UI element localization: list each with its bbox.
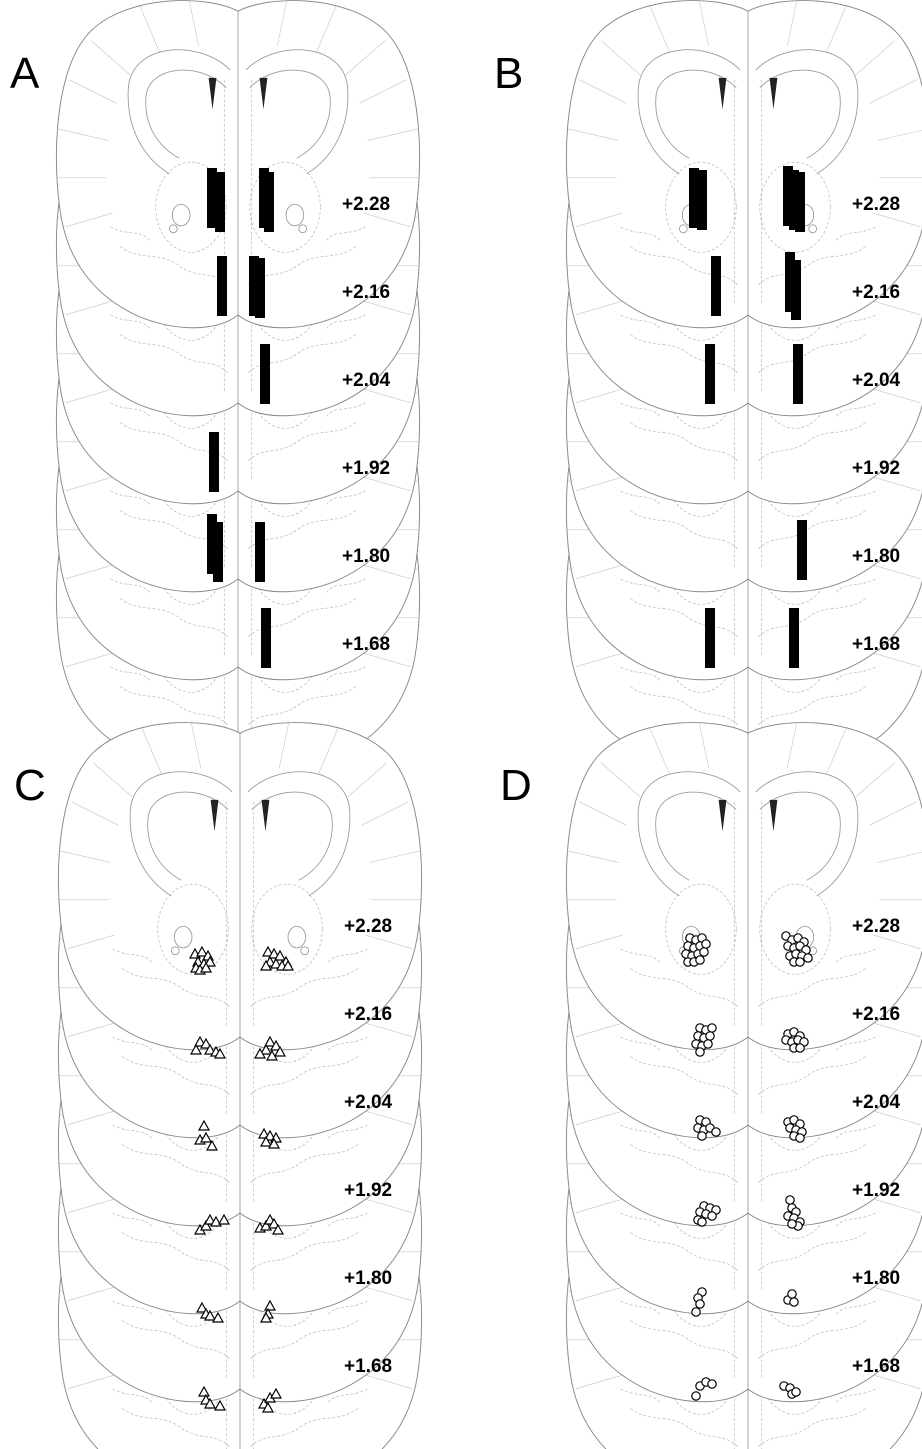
circle-marker xyxy=(708,1024,716,1032)
atlas-section xyxy=(566,721,922,1049)
panel-letter: A xyxy=(10,49,40,98)
cannula-track xyxy=(255,258,265,318)
circle-marker xyxy=(796,1044,804,1052)
cannula-track xyxy=(213,522,223,582)
cannula-track xyxy=(711,256,721,316)
circle-marker xyxy=(804,954,812,962)
cannula-track xyxy=(697,170,707,230)
level-label: +1.92 xyxy=(342,458,390,479)
cannula-track xyxy=(260,344,270,404)
circle-marker xyxy=(696,1048,704,1056)
level-label: +2.28 xyxy=(342,194,390,215)
cannula-track xyxy=(705,608,715,668)
level-label: +1.80 xyxy=(852,1268,900,1289)
level-label: +1.92 xyxy=(852,458,900,479)
panel-d: D +2.28 +2.16 +2.04 +1.92 +1.80 +1.68 xyxy=(500,721,922,1449)
level-label: +2.04 xyxy=(852,370,901,391)
atlas-section xyxy=(58,721,421,1049)
circle-marker xyxy=(788,1220,796,1228)
circle-marker xyxy=(796,958,804,966)
circle-marker xyxy=(706,1032,714,1040)
panel-letter: C xyxy=(14,761,46,810)
atlas-section xyxy=(56,0,419,328)
circle-marker xyxy=(712,1128,720,1136)
cannula-track xyxy=(791,260,801,320)
level-label: +1.92 xyxy=(344,1180,392,1201)
circle-marker xyxy=(790,1298,798,1306)
atlas-section xyxy=(566,0,922,328)
circle-marker xyxy=(792,1388,800,1396)
level-label: +2.28 xyxy=(344,916,392,937)
panel-c: C +2.28 +2.16 +2.04 +1.92 +1.80 +1.68 xyxy=(14,721,422,1449)
circle-marker xyxy=(700,948,708,956)
panel-letter: B xyxy=(494,49,523,98)
level-label: +2.04 xyxy=(344,1092,393,1113)
cannula-track xyxy=(795,172,805,232)
circle-marker xyxy=(702,940,710,948)
level-label: +1.80 xyxy=(344,1268,392,1289)
level-label: +1.68 xyxy=(852,1356,900,1377)
panel-b: B +2.28 +2.16 +2.04 +1.92 +1.80 +1.68 xyxy=(494,0,922,768)
level-label: +1.68 xyxy=(852,634,900,655)
level-label: +2.16 xyxy=(344,1004,392,1025)
circle-marker xyxy=(698,1132,706,1140)
level-label: +2.16 xyxy=(852,1004,900,1025)
level-label: +1.68 xyxy=(342,634,390,655)
cannula-track xyxy=(217,256,227,316)
circle-marker xyxy=(696,956,704,964)
cannula-track xyxy=(209,432,219,492)
level-label: +2.16 xyxy=(342,282,390,303)
cannula-track xyxy=(261,608,271,668)
level-label: +2.28 xyxy=(852,194,900,215)
level-label: +2.16 xyxy=(852,282,900,303)
circle-marker xyxy=(704,1040,712,1048)
level-label: +2.04 xyxy=(342,370,391,391)
level-label: +2.04 xyxy=(852,1092,901,1113)
circle-marker xyxy=(692,1308,700,1316)
cannula-track xyxy=(797,520,807,580)
cannula-track xyxy=(793,344,803,404)
level-label: +2.28 xyxy=(852,916,900,937)
level-label: +1.80 xyxy=(852,546,900,567)
circle-marker xyxy=(708,1212,716,1220)
level-label: +1.92 xyxy=(852,1180,900,1201)
circle-marker xyxy=(692,1392,700,1400)
panel-letter: D xyxy=(500,761,532,810)
cannula-track xyxy=(215,172,225,232)
level-label: +1.68 xyxy=(344,1356,392,1377)
circle-marker xyxy=(696,1300,704,1308)
circle-marker xyxy=(788,1290,796,1298)
level-label: +1.80 xyxy=(342,546,390,567)
cannula-track xyxy=(255,522,265,582)
cannula-track xyxy=(705,344,715,404)
circle-marker xyxy=(708,1380,716,1388)
circle-marker xyxy=(796,1134,804,1142)
circle-marker xyxy=(698,1218,706,1226)
cannula-track xyxy=(264,172,274,232)
panel-a: A +2.28 +2.16 +2.04 +1.92 +1.80 +1.68 xyxy=(10,0,420,768)
cannula-track xyxy=(789,608,799,668)
circle-marker xyxy=(786,1196,794,1204)
